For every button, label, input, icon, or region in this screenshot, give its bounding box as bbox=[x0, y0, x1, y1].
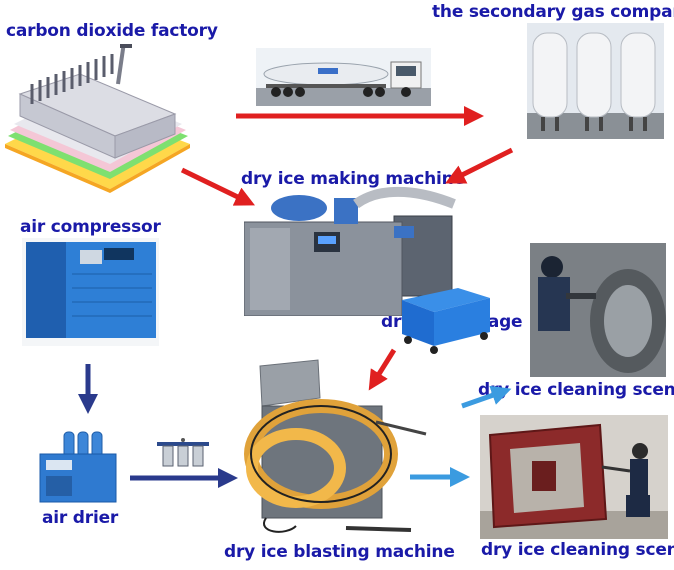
dry-ice-blasting-machine-photo bbox=[226, 358, 431, 540]
dry-ice-making-machine-photo bbox=[244, 186, 459, 316]
gas-tanks-photo bbox=[527, 23, 664, 139]
label-air-compressor: air compressor bbox=[20, 217, 161, 237]
label-blasting-machine: dry ice blasting machine bbox=[224, 542, 455, 562]
factory-illustration bbox=[0, 44, 200, 194]
cleaning-scene-bottom-photo bbox=[480, 415, 668, 539]
label-making-machine: dry ice making machine bbox=[241, 169, 465, 189]
label-cleaning-scene-bottom: dry ice cleaning scene bbox=[481, 540, 674, 560]
air-compressor-photo bbox=[22, 238, 159, 346]
tanker-truck-photo bbox=[256, 48, 431, 106]
label-cleaning-scene-top: dry ice cleaning scene bbox=[478, 380, 674, 400]
dry-ice-storage-photo bbox=[398, 284, 493, 356]
air-drier-photo bbox=[38, 430, 118, 504]
arrow-gas-company-to-making-machine bbox=[445, 147, 514, 184]
arrow-storage-to-blasting-machine bbox=[368, 348, 397, 391]
arrow-factory-to-making-machine bbox=[180, 167, 255, 206]
label-gas-company: the secondary gas company bbox=[432, 2, 674, 22]
label-air-drier: air drier bbox=[42, 508, 119, 528]
arrow-blasting-to-cleaning-top bbox=[461, 385, 512, 409]
cleaning-scene-top-photo bbox=[530, 243, 666, 377]
air-filter-photo bbox=[157, 438, 209, 468]
label-co2-factory: carbon dioxide factory bbox=[6, 21, 218, 41]
